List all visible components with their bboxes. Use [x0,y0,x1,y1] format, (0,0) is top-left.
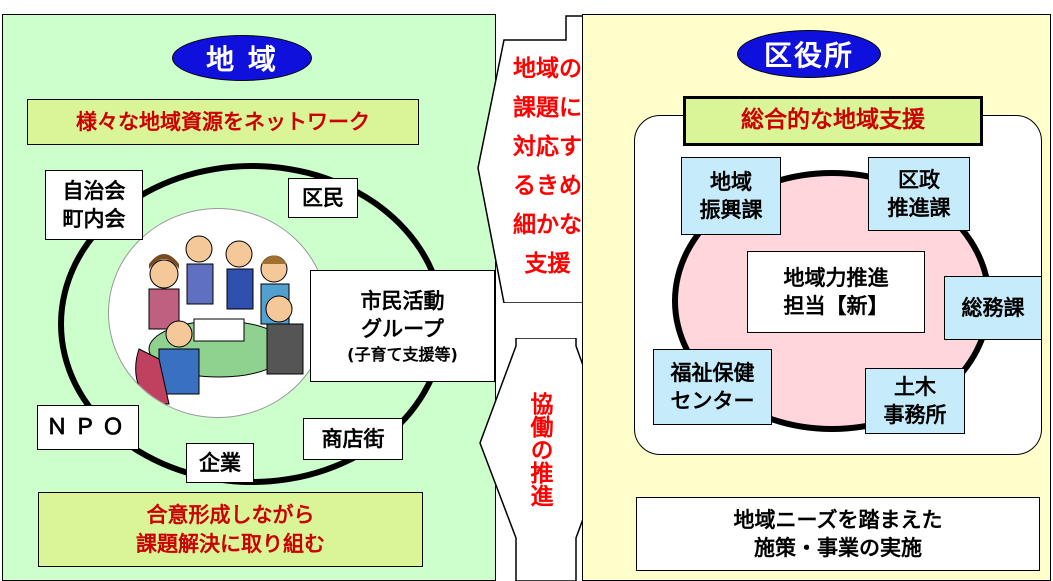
fukushi-hoken-node: 福祉保健 センター [653,349,772,425]
policy-line2: 施策・事業の実施 [754,536,922,560]
support-line2: 課題に [513,95,582,121]
collaboration-text: 協働の推進 [526,392,552,507]
chonaikai-line1: 自治会 [62,178,126,203]
shotengai-node: 商店街 [303,418,403,460]
policy-implementation-box: 地域ニーズを踏まえた 施策・事業の実施 [636,497,1040,571]
region-title-pill: 地 域 [172,35,312,81]
npo-node: ＮＰＯ [37,405,139,450]
kusei-suishin-node: 区政 推進課 [868,157,970,231]
support-arrow [477,15,606,303]
doboku-line2: 事務所 [883,403,947,427]
chiiki-line2: 振興課 [699,198,763,222]
support-line3: 対応す [513,134,582,160]
somu-node: 総務課 [944,276,1042,340]
chiiki-shinko-node: 地域 振興課 [681,157,781,235]
shimin-line1: 市民活動 [360,288,445,313]
fukushi-line2: センター [670,389,755,413]
chiikiryoku-center-node: 地域力推進 担当【新】 [747,251,925,333]
support-line6: 支援 [524,251,571,277]
comprehensive-support-banner: 総合的な地域支援 [683,96,983,146]
support-arrow-text: 地域の 課題に 対応す るきめ 細かな 支援 [500,50,595,284]
chiiki-line1: 地域 [710,169,752,194]
collaboration-arrow [479,338,612,581]
doboku-line1: 土木 [894,374,936,399]
policy-line1: 地域ニーズを踏まえた [733,507,943,532]
chonaikai-line2: 町内会 [62,207,126,231]
center-line2: 担当【新】 [783,294,889,318]
shimin-group-node: 市民活動 グループ (子育て支援等) [310,270,495,382]
consensus-line1: 合意形成しながら [146,503,315,528]
ward-office-title-pill: 区役所 [737,30,881,78]
chonaikai-node: 自治会 町内会 [45,170,143,240]
consensus-line2: 課題解決に取り組む [136,531,325,556]
meeting-illustration-circle [108,208,328,418]
meeting-people-illustration [135,235,304,405]
support-line1: 地域の [513,56,582,82]
center-line1: 地域力推進 [783,265,889,290]
support-line4: るきめ [513,173,582,199]
network-banner: 様々な地域資源をネットワーク [27,99,419,145]
kigyo-node: 企業 [186,443,254,483]
kusei-line2: 推進課 [887,196,951,220]
support-line5: 細かな [513,212,582,238]
doboku-node: 土木 事務所 [865,368,965,434]
consensus-banner: 合意形成しながら 課題解決に取り組む [38,492,423,567]
kusei-line1: 区政 [898,167,940,192]
kumin-node: 区民 [288,178,358,218]
fukushi-line1: 福祉保健 [670,360,755,385]
shimin-line2: グループ [361,317,444,342]
shimin-line3: (子育て支援等) [347,344,458,364]
